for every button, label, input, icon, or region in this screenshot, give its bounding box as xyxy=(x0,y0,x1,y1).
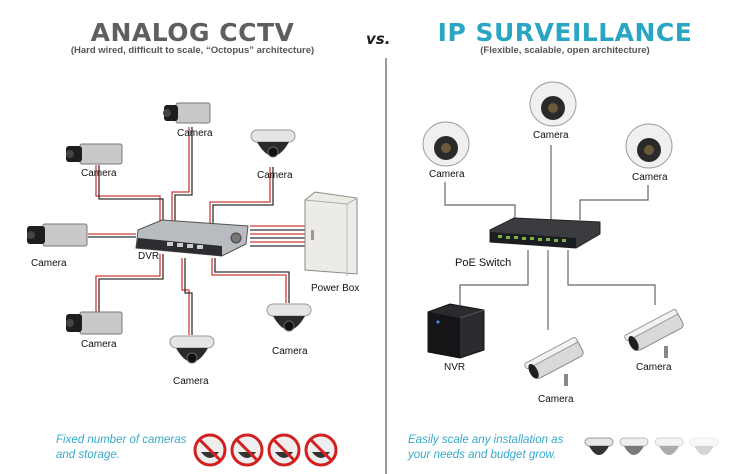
analog-camera-label-lower-right: Camera xyxy=(272,346,308,357)
power-box-label: Power Box xyxy=(311,283,360,294)
prohibited-cameras-row xyxy=(193,433,338,467)
box-camera-icon xyxy=(66,143,123,165)
ip-footnote-line2: your needs and budget grow. xyxy=(408,449,557,461)
poe-switch-icon xyxy=(489,217,601,249)
analog-camera-label-upper-right: Camera xyxy=(257,170,293,181)
nvr-icon xyxy=(427,303,485,359)
ip-title: IP SURVEILLANCE xyxy=(437,18,693,47)
analog-camera-label-lower-left: Camera xyxy=(81,339,117,350)
analog-title: ANALOG CCTV xyxy=(90,18,295,47)
analog-footnote-line2: and storage. xyxy=(56,449,120,461)
dome-camera-icon xyxy=(654,437,684,455)
dome-camera-icon xyxy=(169,335,215,364)
prohibited-camera-icon xyxy=(230,433,264,467)
ip-footnote: Easily scale any installation as your ne… xyxy=(408,433,563,463)
analog-camera-label-upper-left: Camera xyxy=(81,168,117,179)
dome-camera-icon xyxy=(250,129,296,158)
dome-camera-icon xyxy=(584,437,614,455)
bullet-camera-icon xyxy=(524,336,584,386)
analog-footnote: Fixed number of cameras and storage. xyxy=(56,433,186,463)
dvr-icon xyxy=(135,219,249,257)
ip-camera-label-bottom: Camera xyxy=(538,394,574,405)
box-camera-icon xyxy=(66,311,123,335)
dome-camera-icon xyxy=(689,437,719,455)
ip-footnote-line1: Easily scale any installation as xyxy=(408,434,564,446)
analog-subtitle: (Hard wired, difficult to scale, “Octopu… xyxy=(70,45,315,56)
nvr-label: NVR xyxy=(444,362,466,373)
section-divider xyxy=(385,58,387,474)
power-box-icon xyxy=(304,191,358,276)
prohibited-camera-icon xyxy=(304,433,338,467)
prohibited-camera-icon xyxy=(267,433,301,467)
analog-footnote-line1: Fixed number of cameras xyxy=(56,434,187,446)
ip-camera-label-lower-right: Camera xyxy=(636,362,672,373)
analog-camera-label-top: Camera xyxy=(177,128,213,139)
box-camera-icon xyxy=(163,102,211,124)
prohibited-camera-icon xyxy=(193,433,227,467)
dome-camera-icon xyxy=(422,121,470,167)
poe-switch-label: PoE Switch xyxy=(455,257,512,269)
box-camera-icon xyxy=(27,223,88,247)
analog-camera-label-bottom: Camera xyxy=(173,376,209,387)
dome-camera-icon xyxy=(619,437,649,455)
analog-camera-label-left: Camera xyxy=(31,258,67,269)
ip-camera-label-right: Camera xyxy=(632,172,668,183)
dome-camera-icon xyxy=(266,303,312,332)
vs-label: vs. xyxy=(366,30,391,48)
ip-camera-label-left: Camera xyxy=(429,169,465,180)
bullet-camera-icon xyxy=(624,308,684,358)
dvr-label: DVR xyxy=(138,251,160,262)
dome-camera-icon xyxy=(625,123,673,169)
dome-camera-icon xyxy=(529,81,577,127)
ip-subtitle: (Flexible, scalable, open architecture) xyxy=(480,45,650,56)
scalable-cameras-row xyxy=(584,437,719,455)
ip-camera-label-top: Camera xyxy=(533,130,569,141)
